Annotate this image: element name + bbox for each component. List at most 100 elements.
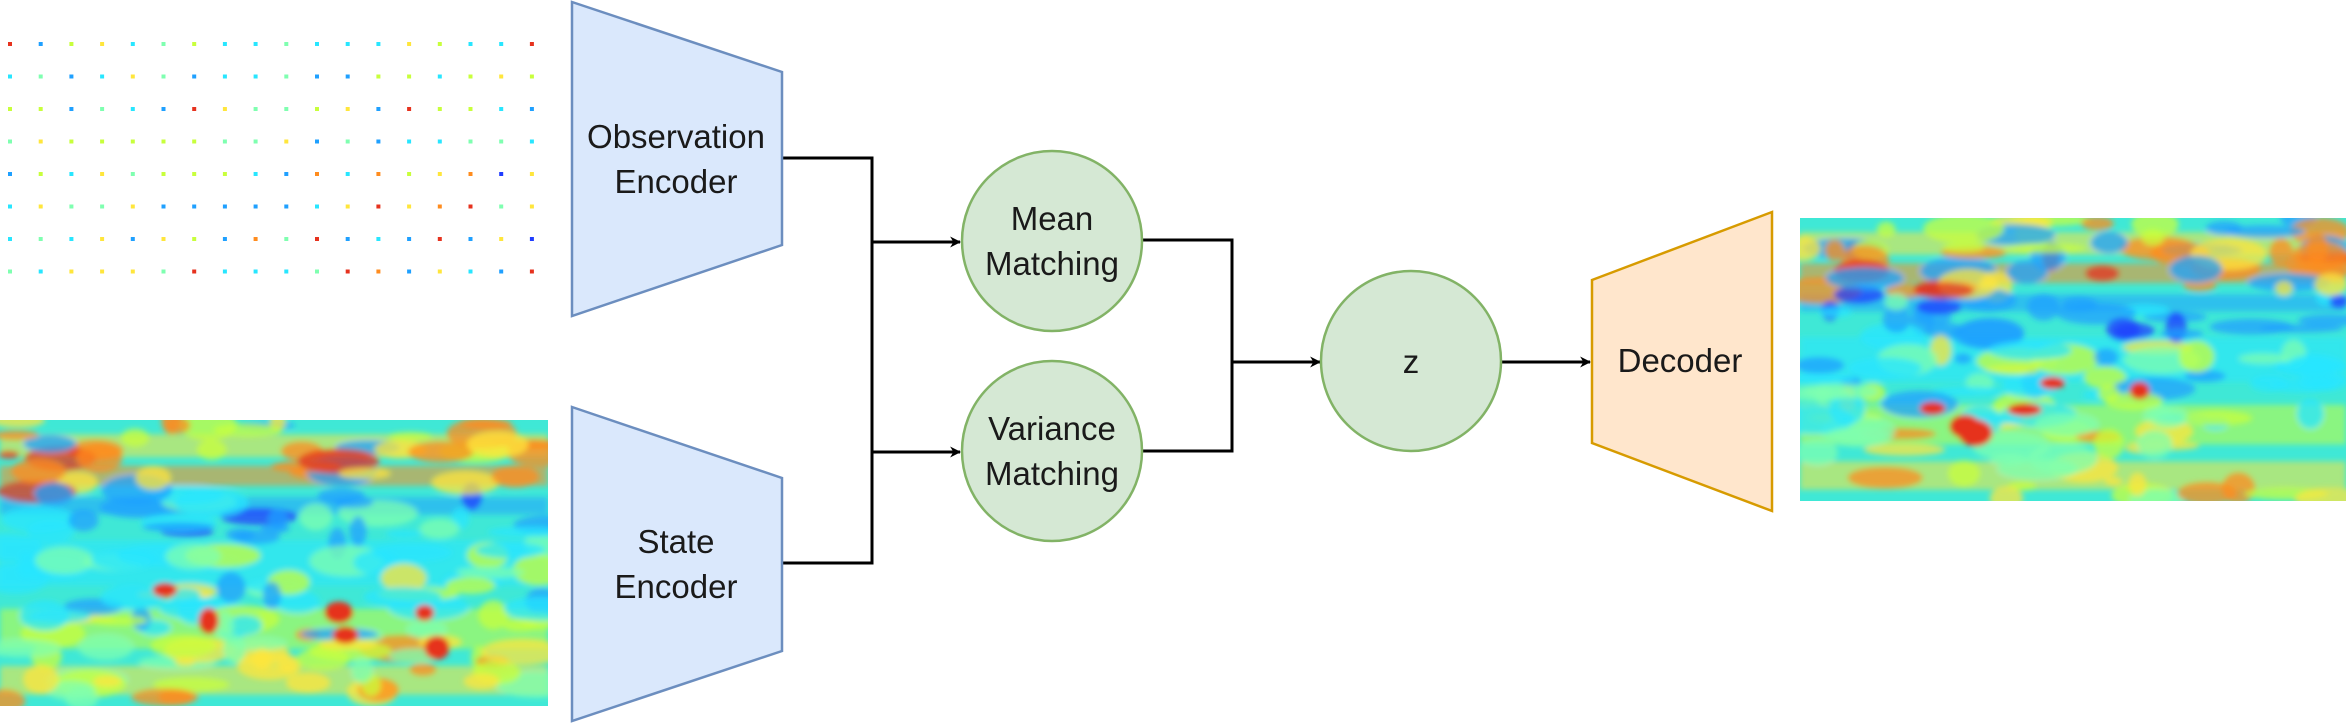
field-blob [445,577,496,594]
field-blob [1881,390,1959,418]
field-blob [0,689,26,706]
field-blob [1972,432,2050,461]
observation-dot [161,204,166,209]
field-blob [299,503,333,531]
observation-dot [468,237,473,241]
field-blob [296,648,350,670]
field-blob [2085,265,2120,282]
observation-dot [100,237,105,241]
field-blob [466,430,529,458]
field-blob [2275,280,2293,296]
observation-dot [315,237,319,241]
observation-dot [192,172,197,176]
field-blob [2028,443,2098,475]
mean-matching-node: Mean Matching [960,149,1144,333]
field-blob [512,554,548,586]
observation-dot [499,172,504,176]
observation-dot [8,107,12,111]
field-blob [2027,293,2060,321]
field-blob [197,439,227,460]
observation-dot [529,172,534,176]
observation-dot [376,74,381,79]
observation-dot [161,42,166,46]
field-blob [2178,340,2215,373]
field-blob [1827,427,1891,442]
field-blob [1847,466,1923,489]
field-blob [409,662,437,676]
field-blob [480,638,548,666]
state-encoder-label-line1: State [637,523,714,560]
observation-dot [8,204,12,209]
field-blob [1825,267,1904,290]
field-blob [1989,486,2024,501]
field-hotspot [424,635,450,660]
observation-dot [499,74,504,79]
field-blob [2148,406,2188,429]
field-blob [1800,373,1856,384]
field-blob [2104,392,2163,410]
observation-dot [222,139,227,144]
observation-dot [192,139,197,144]
field-hotspot [2129,381,2150,400]
field-blob [2137,430,2173,459]
observation-dot [38,74,43,79]
field-blob [388,431,433,441]
field-blob [380,563,427,593]
observation-dot [499,139,504,144]
decoder-label: Decoder [1618,342,1743,379]
observation-dot [161,107,166,111]
field-hotspot [1919,401,1946,415]
observation-dot [499,269,504,274]
field-blob [407,620,447,640]
observation-dot [345,139,350,144]
observation-dot [100,269,105,274]
observation-dot [437,269,442,274]
observation-dot [222,204,227,209]
field-blob [2209,318,2294,335]
field-hotspot [1949,414,1981,438]
observation-dot [253,74,258,79]
field-blob [2090,231,2128,254]
observation-dot [100,204,105,209]
observation-dot [407,139,412,144]
observation-dot [253,139,258,144]
observation-dot [253,237,258,241]
observation-dot [345,107,350,111]
latent-z-label: z [1403,343,1420,380]
field-blob [2184,370,2226,382]
observation-dot [345,237,350,241]
field-blob [1942,242,1985,253]
edge-observation-to-matching [782,156,962,248]
observation-dot [222,237,227,241]
observation-dot [100,107,105,111]
observation-dot [376,269,381,274]
field-blob [2269,238,2294,267]
field-hotspot [2039,376,2066,390]
observation-dot [130,237,135,241]
field-blob [2238,353,2289,364]
field-blob [1951,319,2025,350]
field-blob [2224,225,2306,239]
observation-dot [8,237,12,241]
observation-dot [407,42,412,46]
field-blob [2034,413,2099,437]
field-blob [431,470,500,495]
field-blob [165,543,221,570]
field-blob [223,634,246,664]
observation-dot [192,237,197,241]
field-blob [278,656,298,673]
observation-dot [468,74,473,79]
field-blob [1800,439,1838,466]
observation-scatter-image [8,42,534,274]
field-blob [28,609,91,624]
field-blob [22,664,59,694]
field-blob [174,657,196,667]
field-blob [213,423,283,437]
edge-state-to-matching [782,452,874,565]
observation-dot [407,204,412,209]
observation-dot [130,139,135,144]
field-blob [34,482,74,506]
observation-dot [38,204,43,209]
observation-encoder-label-line2: Encoder [615,163,738,200]
